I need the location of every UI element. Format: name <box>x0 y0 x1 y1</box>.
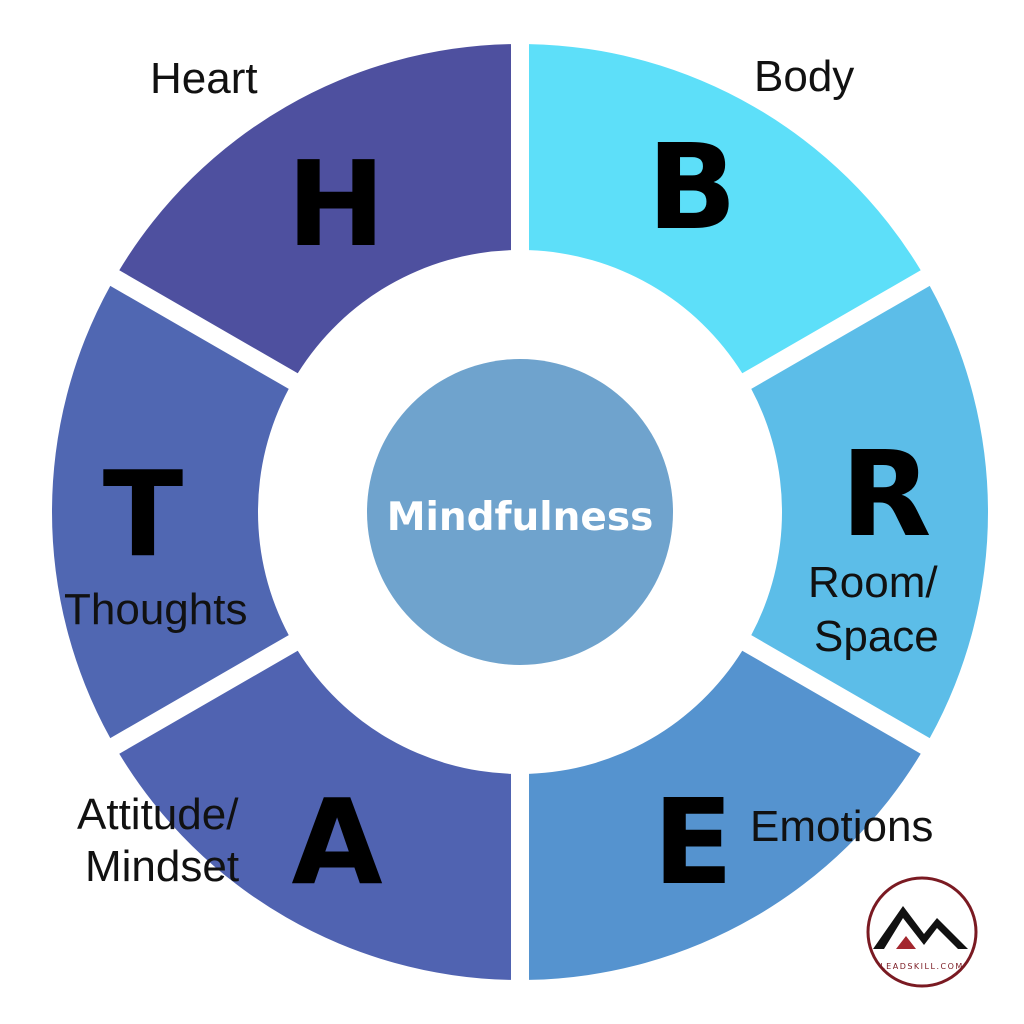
center-label: Mindfulness <box>387 495 654 540</box>
letter-b: B <box>647 118 737 256</box>
letter-h: H <box>287 135 386 273</box>
segment-heart <box>119 44 512 374</box>
label-body: Body <box>754 52 854 101</box>
label-emotions: Emotions <box>750 802 933 851</box>
letter-a: A <box>291 773 382 911</box>
label-thoughts: Thoughts <box>64 585 247 634</box>
label-attitude: Attitude/ <box>77 790 239 839</box>
label-mindset: Mindset <box>85 842 239 891</box>
segment-attitude-mindset <box>119 650 512 980</box>
segment-heart-wedge <box>119 44 512 374</box>
logo-accent-peak <box>896 936 916 949</box>
letter-t: T <box>103 445 184 583</box>
segment-thoughts-wedge <box>52 285 289 739</box>
logo-text: LEADSKILL.COM <box>880 962 964 971</box>
label-heart: Heart <box>150 54 258 103</box>
segment-room-space <box>751 285 989 739</box>
segment-attitude-mindset-wedge <box>119 650 512 980</box>
segment-room-space-wedge <box>751 285 989 739</box>
letter-e: E <box>653 773 734 911</box>
segment-body <box>528 44 921 374</box>
label-room: Room/ <box>808 558 938 607</box>
segment-thoughts <box>52 285 289 739</box>
letter-r: R <box>841 425 932 563</box>
label-space: Space <box>814 612 939 661</box>
segment-emotions-wedge <box>528 650 921 980</box>
segment-emotions <box>528 650 921 980</box>
segment-body-wedge <box>528 44 921 374</box>
center-circle <box>367 359 673 665</box>
mountain-icon <box>873 906 968 949</box>
leadskill-logo: LEADSKILL.COM <box>866 876 978 988</box>
